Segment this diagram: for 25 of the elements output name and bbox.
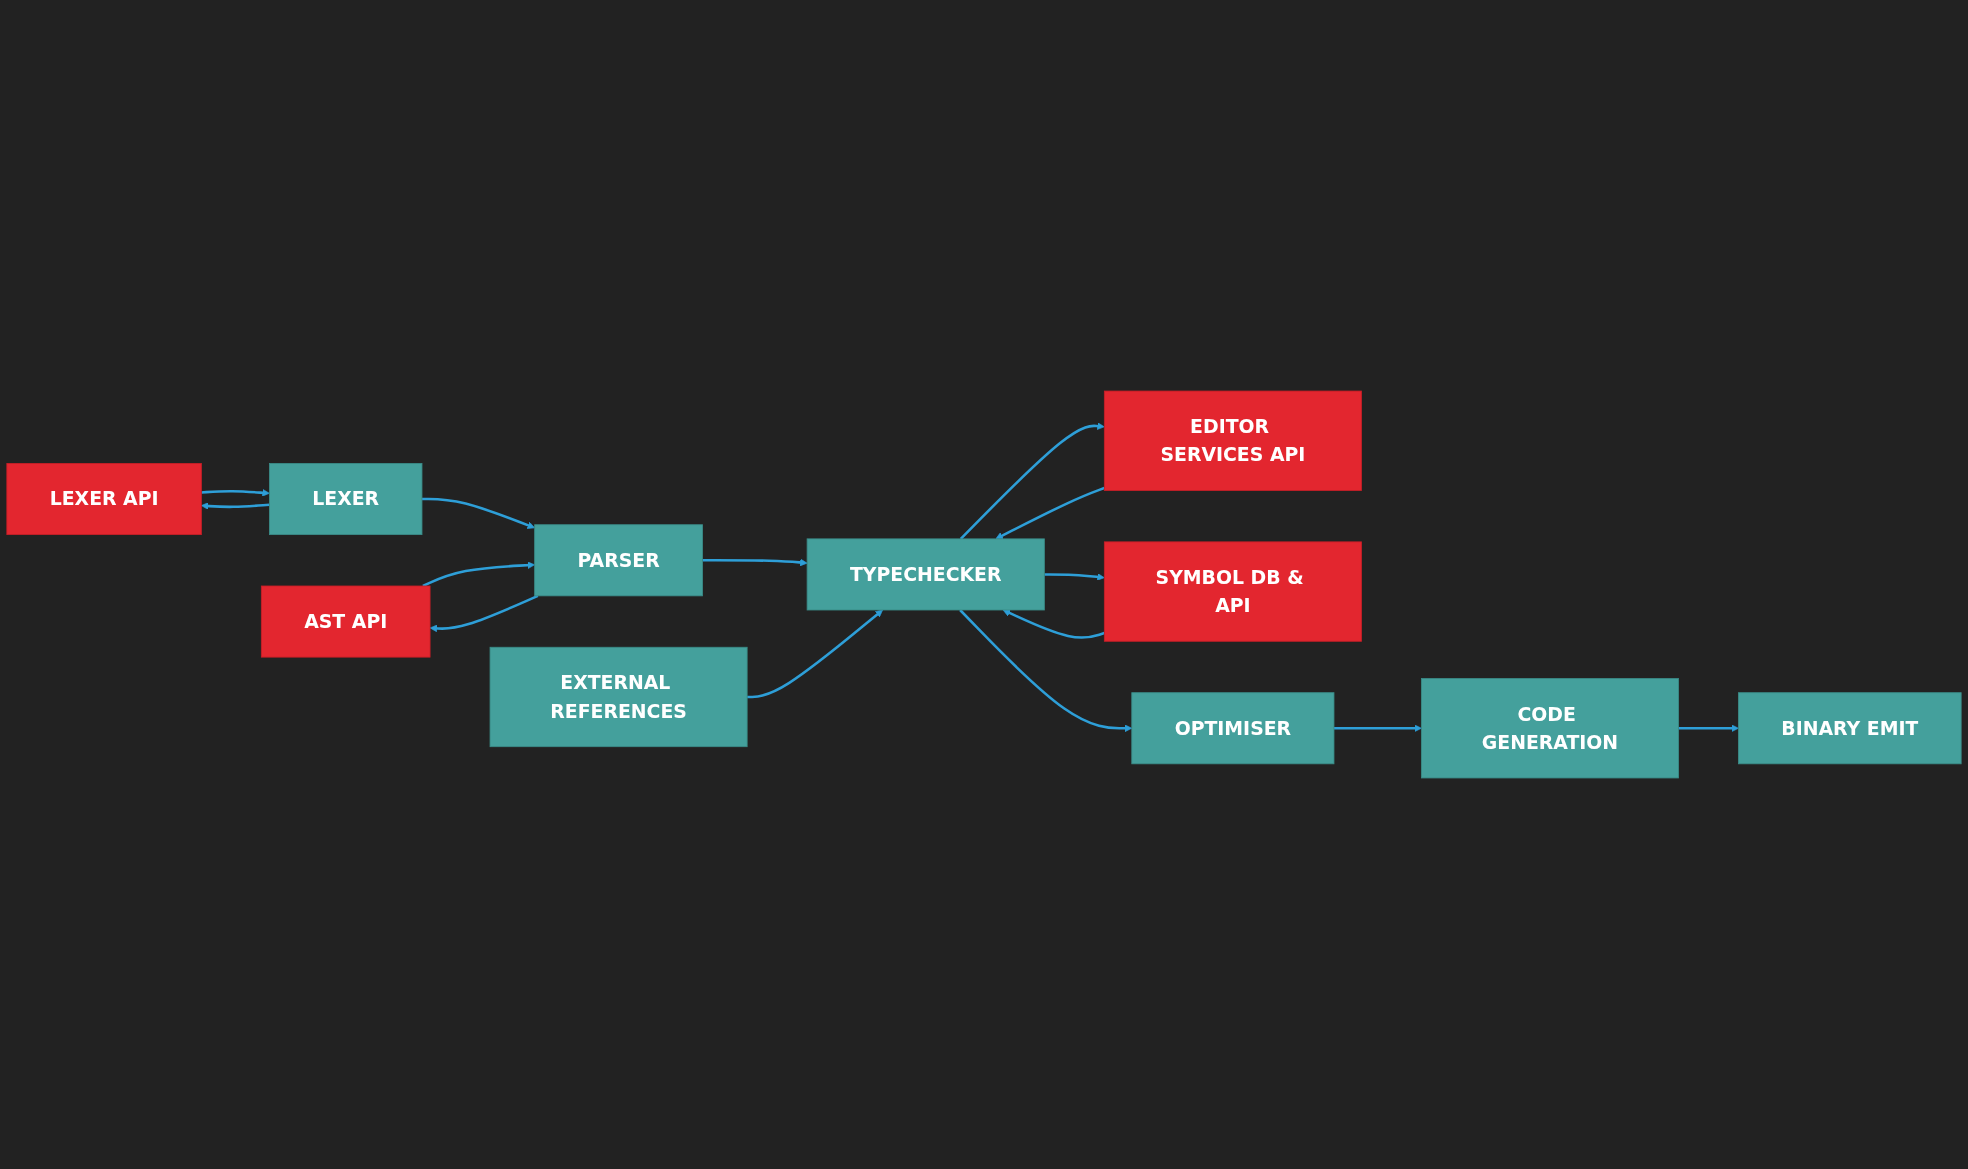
arrow bbox=[429, 594, 539, 633]
arrow bbox=[747, 609, 883, 699]
arrow bbox=[702, 558, 808, 567]
node-box: LEXER bbox=[269, 463, 423, 535]
node-box: OPTIMISER bbox=[1131, 692, 1335, 765]
node-box: LEXER API bbox=[6, 463, 202, 535]
arrow bbox=[422, 561, 535, 588]
arrow bbox=[959, 609, 1133, 732]
arrow bbox=[995, 486, 1105, 540]
arrow bbox=[1678, 724, 1739, 732]
arrow bbox=[1044, 573, 1105, 581]
arrow bbox=[201, 502, 270, 510]
arrow bbox=[1333, 724, 1422, 732]
node-box: BINARY EMIT bbox=[1738, 692, 1962, 765]
node-box: CODE GENERATION bbox=[1421, 678, 1679, 779]
node-box: PARSER bbox=[534, 524, 703, 597]
arrow bbox=[959, 422, 1105, 540]
node-box: SYMBOL DB & API bbox=[1103, 541, 1362, 642]
arrow bbox=[421, 497, 535, 529]
node-box: AST API bbox=[260, 585, 431, 658]
node-box: EDITOR SERVICES API bbox=[1103, 390, 1362, 491]
arrow bbox=[201, 489, 270, 497]
arrow bbox=[1002, 609, 1105, 639]
node-box: TYPECHECKER bbox=[806, 538, 1045, 611]
node-box: EXTERNAL REFERENCES bbox=[489, 646, 748, 748]
